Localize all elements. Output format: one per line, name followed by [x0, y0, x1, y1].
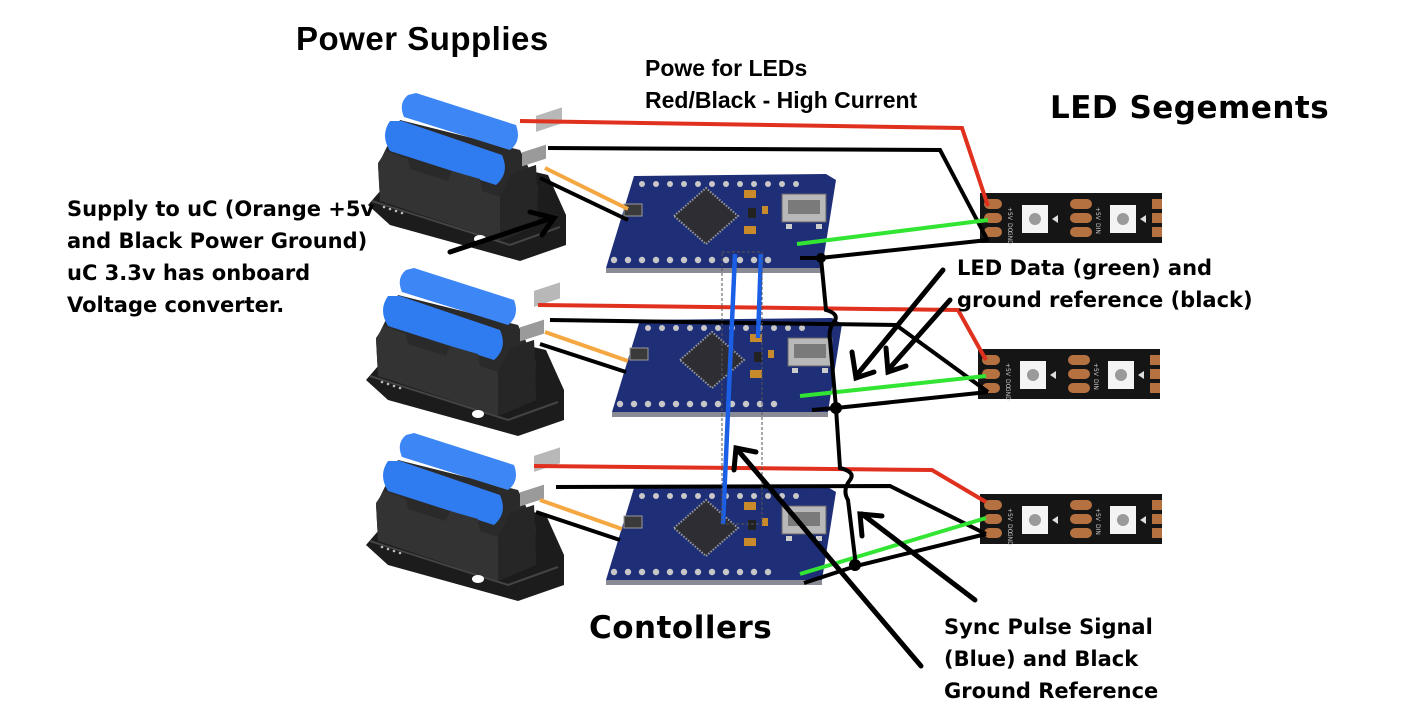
led-segment-2: [978, 349, 1160, 402]
sync-pulse-wires: [720, 253, 764, 525]
controller-3: [605, 485, 837, 586]
note-line: Powe for LEDs: [645, 55, 808, 81]
led-data-note: LED Data (green) and ground reference (b…: [957, 252, 1253, 316]
junction-dot-3: [849, 559, 861, 571]
arrow-supply-to-uc: [447, 209, 559, 255]
led-segment-3: [980, 494, 1162, 547]
uc-ground-wires: [535, 176, 629, 542]
supply-to-uc-note: Supply to uC (Orange +5v and Black Power…: [67, 193, 374, 321]
uc-ground-3: [535, 510, 621, 542]
orange-wire-1: [544, 166, 629, 211]
arrow-sync-blue: [731, 445, 924, 669]
power-supplies-title: Power Supplies: [296, 20, 549, 57]
blue-wire-2: [755, 253, 764, 339]
junction-dot-2: [830, 402, 842, 414]
junction-dot-1: [816, 253, 826, 263]
uc-ground-1: [539, 176, 629, 222]
controllers-title: Contollers: [589, 610, 773, 646]
power-supply-3: [365, 432, 565, 602]
led-power-wires: [519, 119, 990, 504]
red-wire-1: [519, 119, 990, 207]
orange-wire-3: [539, 498, 623, 531]
note-line: ground reference (black): [957, 288, 1253, 312]
arrow-sync-ground: [857, 511, 978, 603]
led-data-wires: [796, 218, 989, 576]
note-line: (Blue) and Black: [944, 647, 1139, 671]
arrow-led-data-1: [849, 267, 946, 382]
led-segment-1: [980, 193, 1162, 246]
arrow-led-data-2: [883, 297, 953, 376]
note-line: uC 3.3v has onboard: [67, 261, 311, 285]
uc-ground-2: [539, 342, 627, 374]
note-line: Supply to uC (Orange +5v: [67, 197, 375, 221]
note-line: and Black Power Ground): [67, 229, 368, 253]
note-line: Red/Black - High Current: [645, 87, 918, 113]
red-wire-2: [537, 303, 988, 361]
note-line: Sync Pulse Signal: [944, 615, 1153, 639]
green-wire-3: [799, 516, 987, 576]
black-wire-3: [555, 483, 987, 536]
selection-box: [721, 251, 763, 525]
note-line: Ground Reference: [944, 679, 1159, 703]
sync-pulse-note: Sync Pulse Signal (Blue) and Black Groun…: [944, 611, 1158, 707]
green-wire-1: [796, 218, 989, 246]
power-supply-2: [365, 267, 565, 437]
annotation-arrows: [447, 209, 978, 669]
led-segments-title: LED Segements: [1050, 90, 1330, 126]
power-for-leds-note: Powe for LEDs Red/Black - High Current: [645, 52, 917, 116]
blue-wire-1: [720, 253, 738, 525]
orange-wire-2: [544, 330, 629, 363]
note-line: LED Data (green) and: [957, 256, 1213, 280]
note-line: Voltage converter.: [67, 293, 285, 317]
power-supply-1: [367, 92, 567, 262]
green-wire-2: [799, 374, 987, 398]
red-wire-3: [533, 464, 988, 504]
uc-supply-wires: [539, 166, 629, 531]
black-wire-1: [547, 146, 990, 242]
